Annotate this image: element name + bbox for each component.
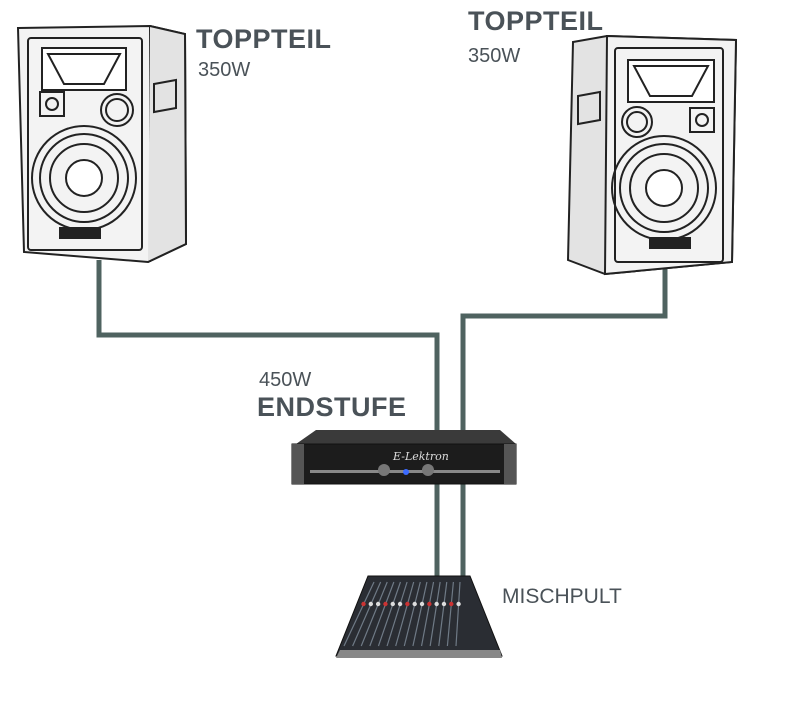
mixer-channel-strip (403, 581, 421, 647)
mixer-knob (456, 601, 461, 607)
mixer-knob (419, 601, 425, 607)
mixer-channel-strip (412, 581, 428, 647)
mixer-knob (383, 601, 388, 607)
mixer-channel-strip (360, 581, 388, 647)
mixer-knob (390, 601, 395, 607)
mixer-channel-strip (429, 581, 441, 647)
amplifier-title: ENDSTUFE (257, 392, 407, 422)
mixer-channels (343, 581, 461, 647)
mixer-channel-strip (377, 581, 402, 647)
mixer-channel-strip (369, 581, 395, 647)
mixer-knob (405, 601, 410, 607)
mixer-channel-strip (352, 581, 382, 647)
cable-right-speaker (460, 268, 668, 432)
mixer-channel-strip (446, 581, 454, 647)
cables (96, 260, 668, 578)
mixer-channel-strip (438, 581, 448, 647)
mixer-knob (361, 601, 366, 607)
mixer-channel-strip (386, 581, 408, 647)
mixer-knob (368, 601, 374, 607)
mixer-channel-strip (455, 581, 461, 647)
amplifier-icon: E-Lektron (291, 430, 517, 485)
mixer-channel-strip (395, 581, 415, 647)
mixer-channel-strip (420, 581, 435, 647)
mixer-knob (412, 601, 417, 607)
amplifier-power: 450W (259, 369, 312, 391)
mixer-label: MISCHPULT (502, 585, 622, 608)
speaker-left-title: TOPPTEIL (196, 24, 332, 54)
speaker-right-power: 350W (468, 45, 521, 67)
speaker-right-title: TOPPTEIL (468, 6, 604, 36)
speaker-left-icon (16, 24, 188, 264)
mixer-knob (449, 601, 454, 607)
mixer-knob (375, 601, 381, 607)
speaker-right-icon (566, 34, 738, 276)
speaker-left-power: 350W (198, 59, 251, 81)
mixer-knob (397, 601, 403, 607)
amplifier-brand: E-Lektron (392, 450, 449, 463)
mixer-channel-strip (343, 581, 375, 647)
mixer-knob (427, 601, 432, 607)
cable-left-speaker (96, 260, 440, 432)
mixer-knob (441, 601, 447, 607)
mixer-knob (434, 601, 439, 607)
